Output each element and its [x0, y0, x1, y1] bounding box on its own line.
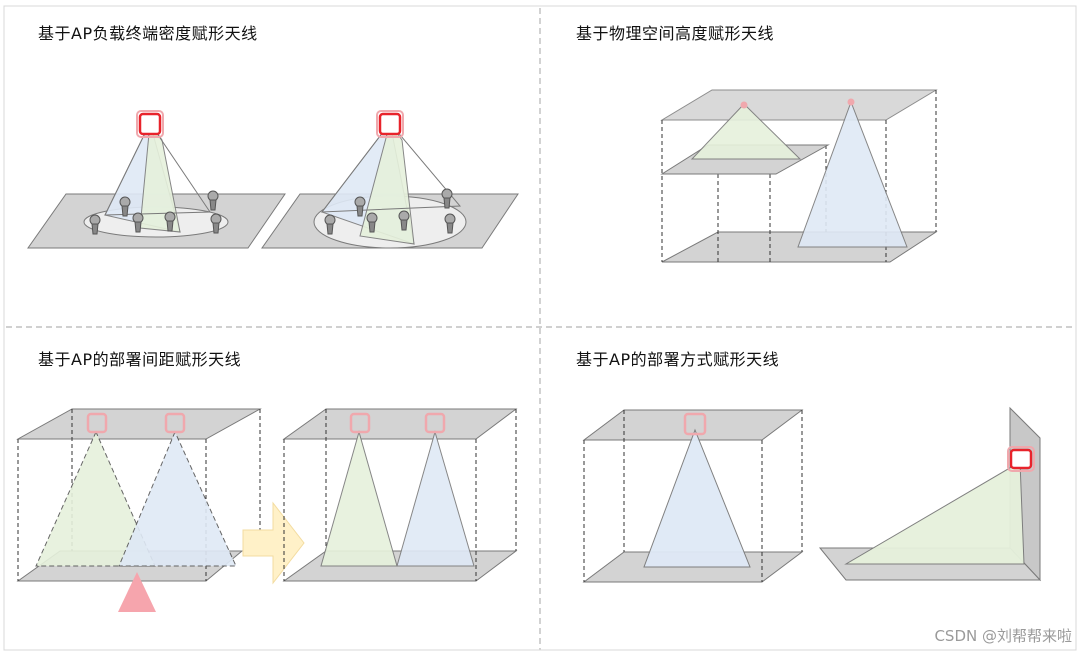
ap-dot-high	[847, 98, 855, 106]
box-dashed-edges	[583, 410, 803, 582]
ap-square-icon	[86, 412, 108, 434]
transition-arrow	[242, 501, 305, 585]
terminal-icons-right	[324, 188, 456, 235]
ap-square-icon	[1009, 448, 1033, 470]
panel-title-spacing: 基于AP的部署间距赋形天线	[38, 350, 242, 369]
panel-title-height: 基于物理空间高度赋形天线	[576, 24, 775, 43]
narrow-beam-outline	[104, 122, 211, 216]
ceiling-plane-left	[16, 408, 262, 440]
terminal-icon	[89, 214, 101, 235]
box-dashed-edges-right	[283, 409, 517, 581]
terminal-icon	[441, 188, 453, 209]
high-height-beam	[797, 100, 908, 248]
terminal-icon	[366, 212, 378, 233]
panel-title-mounting: 基于AP的部署方式赋形天线	[576, 350, 780, 369]
terminal-icon	[354, 196, 366, 217]
terminal-icon	[164, 211, 176, 232]
ap-square-icon	[138, 112, 162, 136]
ap-square-icon	[349, 412, 371, 434]
terminal-icon	[444, 213, 456, 234]
terminal-icon	[132, 212, 144, 233]
terminal-icon	[119, 196, 131, 217]
wall-mount-beam	[844, 461, 1025, 565]
ap-icon-wide	[376, 110, 404, 138]
ap-glow	[136, 110, 164, 138]
beam-right-a	[320, 430, 398, 567]
terminal-icon	[324, 214, 336, 235]
ap-square-icon	[378, 112, 402, 136]
beam-right-b	[396, 430, 475, 567]
source-watermark: CSDN @刘帮帮来啦	[934, 627, 1072, 645]
coverage-gap-marker	[118, 572, 156, 612]
ap-glow	[1007, 446, 1035, 472]
density-diagram	[27, 110, 519, 249]
beam-left-b	[118, 430, 237, 567]
ap-dot-low	[740, 101, 748, 109]
ap-square-icon	[683, 412, 707, 436]
panel-dividers	[3, 5, 1077, 651]
ceiling-plane	[660, 89, 938, 121]
ceiling-mount-beam	[643, 428, 751, 568]
ap-square-icon	[424, 412, 446, 434]
ap-glow	[376, 110, 404, 138]
figure-border	[3, 5, 1077, 651]
ap-icon-wall	[1007, 446, 1035, 472]
terminal-icon	[210, 213, 222, 234]
height-diagram	[660, 89, 938, 263]
mounting-diagram	[582, 406, 1042, 583]
panel-title-density: 基于AP负载终端密度赋形天线	[38, 24, 258, 43]
terminal-icon	[398, 210, 410, 231]
ap-icon-narrow	[136, 110, 164, 138]
ceiling-plane-right	[282, 408, 518, 440]
low-height-beam	[690, 103, 802, 160]
ap-square-icon	[164, 412, 186, 434]
beam-left-a	[35, 430, 156, 567]
spacing-diagram	[16, 408, 518, 612]
terminal-icons-left	[89, 190, 222, 235]
wide-beam-outline	[320, 122, 462, 213]
terminal-icon	[207, 190, 219, 211]
